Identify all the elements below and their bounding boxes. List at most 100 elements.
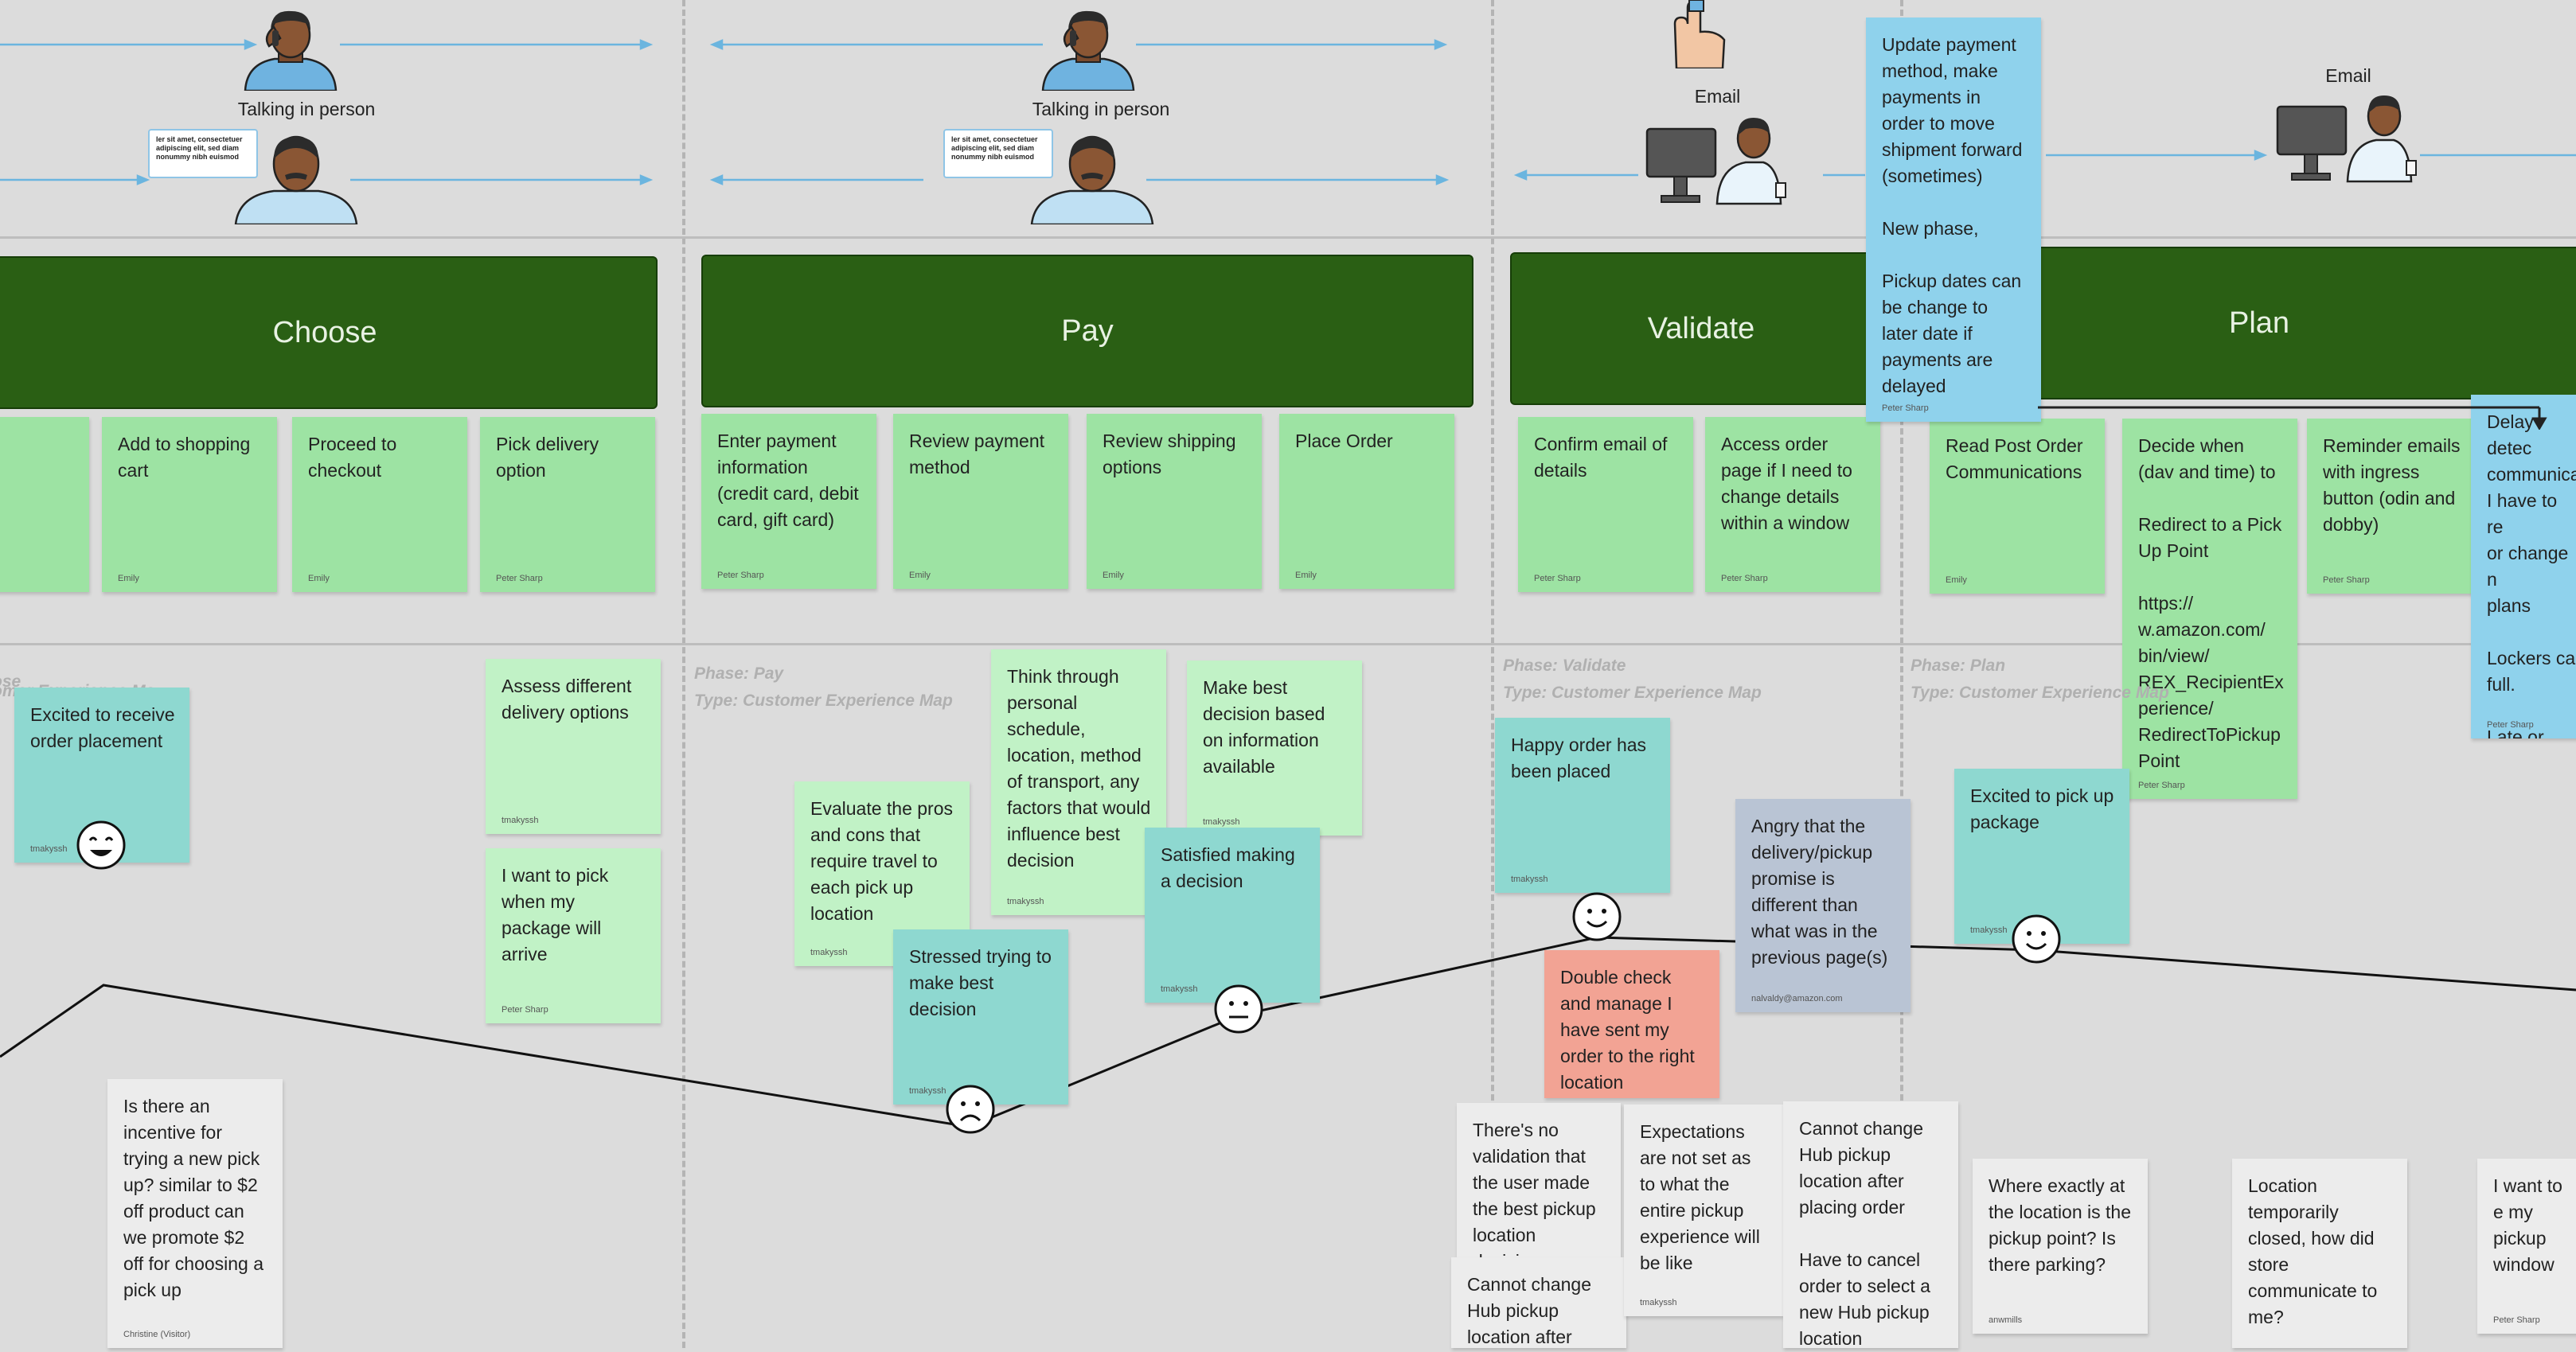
note-author: Emily	[1295, 571, 1317, 580]
phase-validate[interactable]: Validate	[1510, 252, 1892, 405]
note-author: tmakyssh	[502, 816, 539, 825]
pain-point-note[interactable]: Expectations are not set as to what the …	[1624, 1105, 1783, 1316]
note-text: Delay detec communica I have to re or ch…	[2487, 411, 2576, 738]
speech-bubble: ler sit amet, consectetuer adipiscing el…	[148, 129, 258, 178]
note-text: Location temporarily closed, how did sto…	[2248, 1175, 2378, 1327]
emotion-note[interactable]: Excited to pick up package tmakyssh	[1954, 769, 2129, 944]
emotion-note[interactable]: Satisfied making a decision tmakyssh	[1145, 828, 1320, 1003]
note-author: Peter Sharp	[2138, 781, 2185, 790]
note-author: nalvaldy@amazon.com	[1751, 994, 1843, 1003]
emotion-note[interactable]: Stressed trying to make best decision tma…	[893, 929, 1068, 1105]
note-text: Is there an incentive for trying a new p…	[123, 1096, 264, 1300]
pain-point-note[interactable]: There's no validation that the user made…	[1457, 1103, 1621, 1272]
lane-divider	[1900, 0, 1903, 1348]
pain-point-note[interactable]: Cannot change Hub pickup location after …	[1783, 1101, 1958, 1349]
hand-tapping-icon	[1673, 0, 1726, 68]
note-author: tmakyssh	[1970, 925, 2008, 935]
note-text: Evaluate the pros and cons that require …	[810, 798, 954, 924]
note-text: Stressed trying to make best decision	[909, 946, 1052, 1019]
note-author: tmakyssh	[1161, 984, 1198, 994]
note-text: Review payment method	[909, 431, 1045, 477]
note-text: Angry that the delivery/pickup promise i…	[1751, 816, 1888, 968]
pain-point-note[interactable]: Where exactly at the location is the pic…	[1973, 1159, 2148, 1334]
note-text: I want to e my pickup window	[2493, 1175, 2562, 1275]
person-on-phone-icon	[1041, 10, 1135, 91]
note-author: tmakyssh	[1511, 875, 1548, 884]
note-author: Peter Sharp	[502, 1005, 548, 1015]
note-text: Reminder emails with ingress button (odi…	[2323, 435, 2461, 535]
note-text: Read Post Order Communications	[1946, 435, 2083, 482]
row-divider	[0, 236, 2576, 239]
phase-title: Choose	[272, 315, 377, 349]
connector-arrow	[2038, 406, 2547, 430]
step-note[interactable]: Access order page if I need to change de…	[1705, 417, 1880, 592]
person-at-computer-icon	[1645, 118, 1786, 205]
emotion-note[interactable]: Angry that the delivery/pickup promise i…	[1735, 799, 1911, 1012]
thought-note[interactable]: Assess different delivery options tmakyss…	[486, 659, 661, 834]
blue-note[interactable]: Update payment method, make payments in …	[1866, 18, 2041, 422]
note-text: I want to pick when my package will arri…	[502, 865, 609, 964]
note-author: Emily	[1103, 571, 1124, 580]
note-text: Think through personal schedule, locatio…	[1007, 666, 1151, 871]
note-text: Satisfied making a decision	[1161, 844, 1295, 891]
phase-label: Phase: Validate	[1503, 657, 1626, 675]
note-text: Decide when (dav and time) to Redirect t…	[2138, 435, 2284, 771]
pain-point-note[interactable]: Cannot change Hub pickup location after	[1451, 1257, 1626, 1348]
step-note[interactable]: Decide when (dav and time) to Redirect t…	[2122, 419, 2297, 799]
note-text: Pick delivery option	[496, 434, 599, 481]
phase-pay[interactable]: Pay	[701, 255, 1473, 407]
phase-choose[interactable]: Choose	[0, 256, 658, 409]
thought-note[interactable]: Think through personal schedule, locatio…	[991, 649, 1166, 915]
note-text: Where exactly at the location is the pic…	[1989, 1175, 2132, 1275]
note-text: There's no validation that the user made…	[1473, 1120, 1596, 1272]
channel-caption: Email	[2325, 65, 2371, 86]
phase-label: Type: Customer Experience Map	[1911, 684, 2169, 702]
person-listening-icon	[234, 135, 358, 224]
step-note[interactable]: Enter payment information (credit card, …	[701, 414, 876, 589]
phase-title: Validate	[1647, 311, 1755, 345]
channel-caption: Email	[1694, 86, 1741, 107]
note-author: anwmills	[1989, 1315, 2023, 1325]
step-note[interactable]: Reminder emails with ingress button (odi…	[2307, 419, 2482, 594]
thought-note[interactable]: Make best decision based on information …	[1187, 660, 1362, 836]
note-text: Place Order	[1295, 431, 1393, 451]
note-author: Emily	[909, 571, 931, 580]
person-listening-icon	[1030, 135, 1154, 224]
happy-face-icon	[76, 820, 126, 870]
note-text: Make best decision based on information …	[1203, 677, 1325, 777]
step-note[interactable]	[0, 417, 89, 592]
note-text: Assess different delivery options	[502, 676, 632, 723]
note-author: Emily	[308, 574, 330, 583]
thought-note[interactable]: Evaluate the pros and cons that require …	[794, 781, 970, 966]
note-author: tmakyssh	[909, 1086, 946, 1096]
note-text: Update payment method, make payments in …	[1882, 34, 2023, 396]
pain-point-note[interactable]: Is there an incentive for trying a new p…	[107, 1079, 283, 1348]
emotion-note[interactable]: Double check and manage I have sent my o…	[1544, 950, 1719, 1098]
note-author: Peter Sharp	[1534, 574, 1581, 583]
pain-point-note[interactable]: Location temporarily closed, how did sto…	[2232, 1159, 2407, 1348]
blue-note[interactable]: Delay detec communica I have to re or ch…	[2471, 395, 2576, 738]
phase-label: Phase: Pay	[694, 664, 784, 683]
thought-note[interactable]: I want to pick when my package will arri…	[486, 848, 661, 1023]
note-text: Confirm email of details	[1534, 434, 1668, 481]
note-text: Happy order has been placed	[1511, 734, 1647, 781]
channel-caption: Talking in person	[237, 99, 376, 119]
phase-title: Pay	[1061, 314, 1114, 348]
note-text: Access order page if I need to change de…	[1721, 434, 1852, 533]
note-text: Add to shopping cart	[118, 434, 251, 481]
note-text: Proceed to checkout	[308, 434, 397, 481]
note-author: Christine (Visitor)	[123, 1330, 191, 1339]
note-text: Excited to pick up package	[1970, 785, 2114, 832]
note-author: Peter Sharp	[2323, 575, 2370, 585]
lane-divider	[1491, 0, 1494, 1348]
emotion-note[interactable]: Happy order has been placed tmakyssh	[1495, 718, 1670, 893]
